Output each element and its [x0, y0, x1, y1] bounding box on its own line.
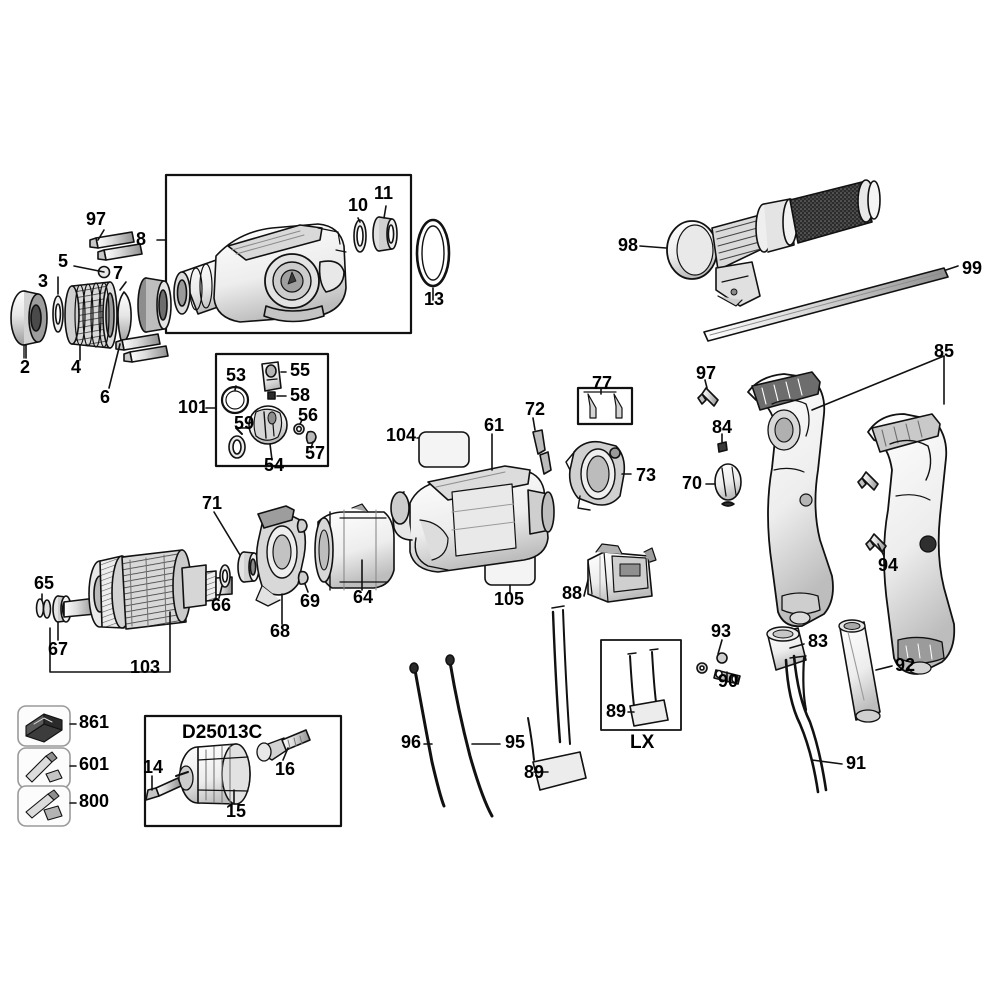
callout-66: 66	[211, 595, 232, 615]
callout-69: 69	[300, 591, 321, 611]
callout-53: 53	[226, 365, 247, 385]
callout-90: 90	[718, 671, 739, 691]
callout-10: 10	[348, 195, 369, 215]
callout-71: 71	[202, 493, 223, 513]
callout-16: 16	[275, 759, 296, 779]
callout-57: 57	[305, 443, 326, 463]
callout-8: 8	[136, 229, 147, 249]
callout-88: 88	[562, 583, 583, 603]
callout-2: 2	[20, 357, 31, 377]
callout-70: 70	[682, 473, 703, 493]
callout-5: 5	[58, 251, 69, 271]
callout-97-right: 97	[696, 363, 717, 383]
callout-58: 58	[290, 385, 311, 405]
callout-13: 13	[424, 289, 445, 309]
callout-72: 72	[525, 399, 546, 419]
callout-67: 67	[48, 639, 69, 659]
callout-92: 92	[895, 655, 916, 675]
callout-99: 99	[962, 258, 983, 278]
callout-96: 96	[401, 732, 422, 752]
callout-91: 91	[846, 753, 867, 773]
callout-94: 94	[878, 555, 899, 575]
chuck-kit-box-label: D25013C	[182, 722, 263, 743]
callout-64: 64	[353, 587, 374, 607]
callout-98: 98	[618, 235, 639, 255]
callout-89-lower: 89	[524, 762, 545, 782]
callout-14: 14	[143, 757, 164, 777]
callout-59: 59	[234, 413, 255, 433]
callout-85: 85	[934, 341, 955, 361]
callout-103: 103	[130, 657, 161, 677]
callout-95: 95	[505, 732, 526, 752]
callout-84: 84	[712, 417, 733, 437]
callout-101: 101	[178, 397, 209, 417]
callout-800: 800	[79, 791, 110, 811]
callout-15: 15	[226, 801, 247, 821]
callout-68: 68	[270, 621, 291, 641]
callout-54: 54	[264, 455, 285, 475]
callout-11: 11	[374, 183, 394, 203]
callout-6: 6	[100, 387, 111, 407]
callout-55: 55	[290, 360, 311, 380]
callout-601: 601	[79, 754, 110, 774]
callout-83: 83	[808, 631, 829, 651]
callout-7: 7	[113, 263, 124, 283]
brush-variant-box-label: LX	[630, 732, 655, 753]
callout-97-top: 97	[86, 209, 107, 229]
callout-56: 56	[298, 405, 319, 425]
callout-73: 73	[636, 465, 657, 485]
callout-89-lx: 89	[606, 701, 627, 721]
callout-861: 861	[79, 712, 110, 732]
callout-61: 61	[484, 415, 505, 435]
callout-77: 77	[592, 373, 613, 393]
callout-104: 104	[386, 425, 417, 445]
callout-65: 65	[34, 573, 55, 593]
callout-4: 4	[71, 357, 82, 377]
callout-3: 3	[38, 271, 49, 291]
callout-93: 93	[711, 621, 732, 641]
callout-105: 105	[494, 589, 525, 609]
